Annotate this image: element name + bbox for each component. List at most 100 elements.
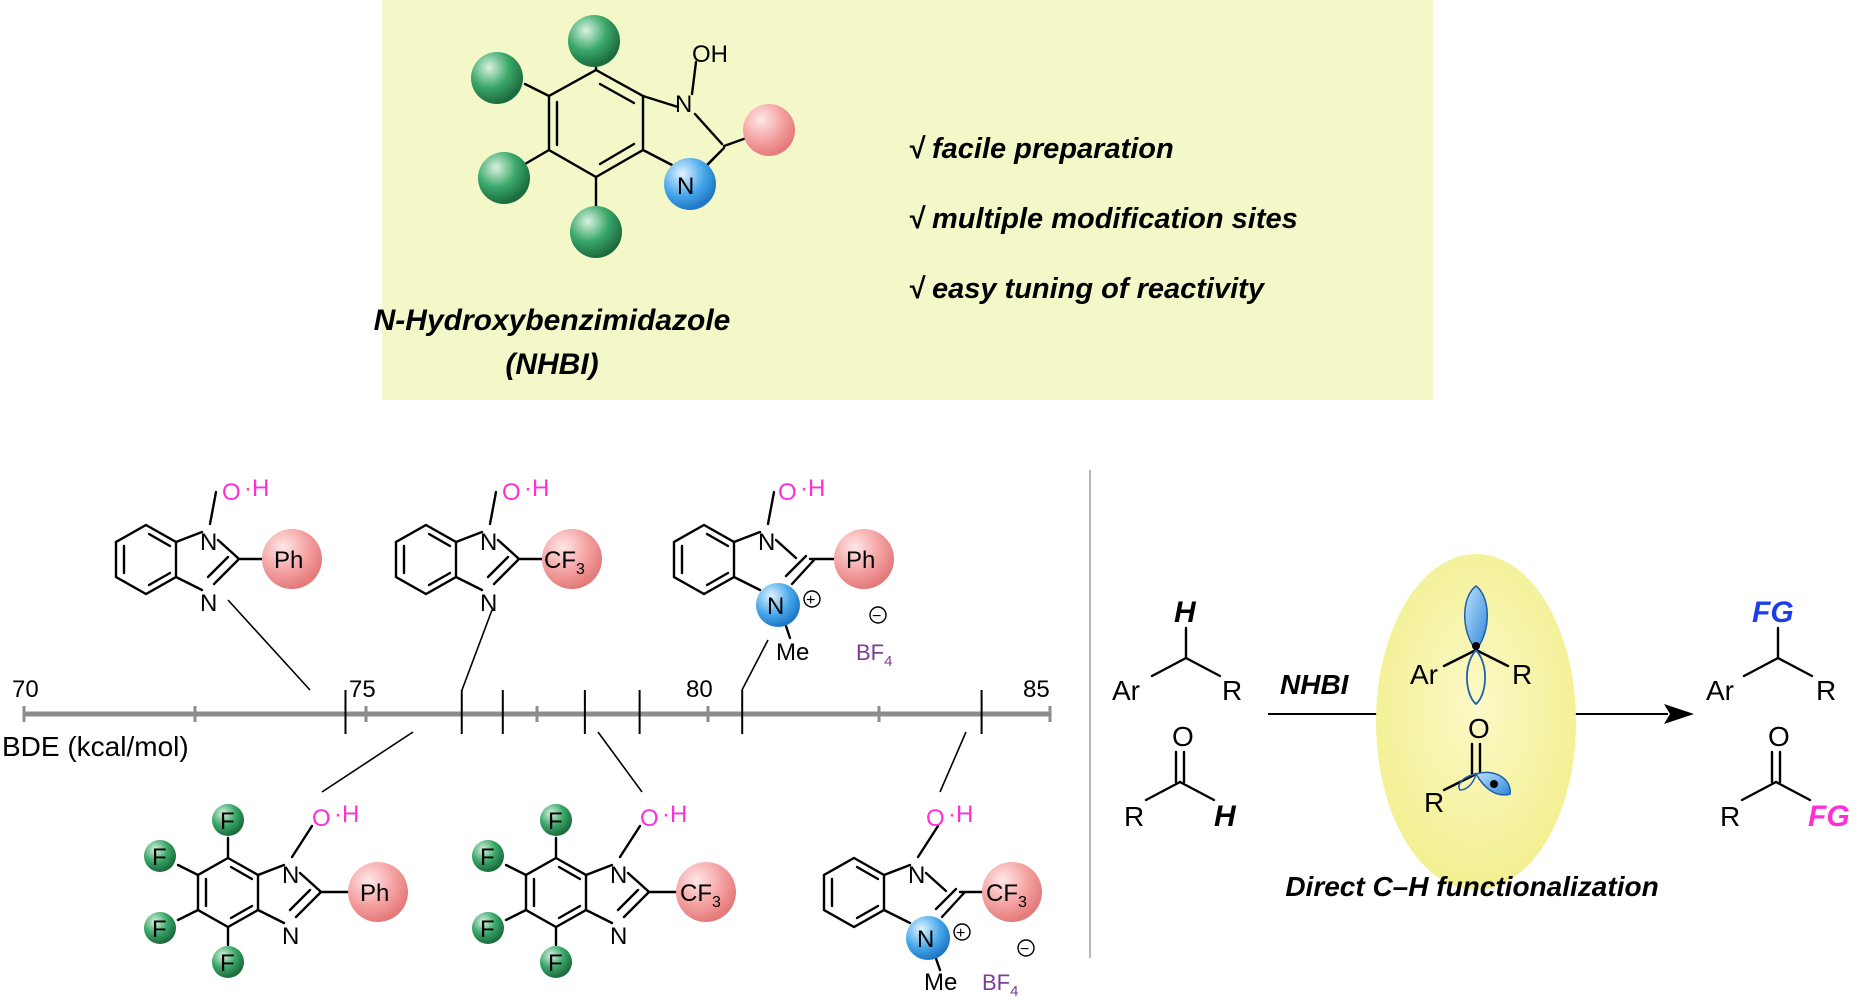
o-label: O xyxy=(502,479,521,506)
blue-ball-icon xyxy=(664,158,716,210)
f-label: F xyxy=(220,950,235,977)
structure-nhbi-me-ph-bf4: Ph N N + Me − BF4 O ·H xyxy=(672,475,894,670)
r-label: R xyxy=(1424,787,1444,818)
h-label: ·H xyxy=(662,801,687,828)
arrow-head-icon xyxy=(1664,704,1694,724)
ar-label: Ar xyxy=(1410,659,1438,690)
feature-2: √ multiple modification sites xyxy=(908,203,1298,235)
tick-label-80: 80 xyxy=(686,676,713,703)
o-label: O xyxy=(926,805,945,832)
structure-nhbi-ph: Ph N N O ·H xyxy=(114,475,322,617)
tick-label-85: 85 xyxy=(1023,676,1050,703)
f-ball-icon xyxy=(540,946,572,978)
ph-label: Ph xyxy=(274,547,303,574)
n-label: N xyxy=(480,529,497,556)
n-label: N xyxy=(282,923,299,950)
o-label: O xyxy=(312,805,331,832)
green-ball-icon xyxy=(471,52,523,104)
h-label: H xyxy=(1174,596,1197,629)
bde-axis: 70 75 80 85 BDE (kcal/mol) xyxy=(2,676,1052,762)
n-label: N xyxy=(610,923,627,950)
axis-label: BDE (kcal/mol) xyxy=(2,731,189,762)
f-label: F xyxy=(548,950,563,977)
fg-label: FG xyxy=(1808,800,1850,833)
structure-f4-nhbi-cf3: CF3 N N O ·H F F F F xyxy=(472,801,736,978)
cf3-label: CF3 xyxy=(986,880,1027,911)
n-label: N xyxy=(282,862,299,889)
oh-label: OH xyxy=(692,41,728,68)
radical-dot-icon xyxy=(1472,642,1480,650)
me-label: Me xyxy=(776,639,809,666)
p-orbital-icon xyxy=(1464,585,1488,652)
pink-ball-icon xyxy=(542,529,602,589)
f-ball-icon xyxy=(212,946,244,978)
f-ball-icon xyxy=(540,804,572,836)
o-label: O xyxy=(1172,721,1194,752)
o-label: O xyxy=(1468,713,1490,744)
structure-nhbi-me-cf3-bf4: CF3 N N + Me − BF4 O ·H xyxy=(822,801,1042,1000)
r-label: R xyxy=(1816,675,1836,706)
scheme-caption: Direct C–H functionalization xyxy=(1285,871,1658,902)
n-label: N xyxy=(200,590,217,617)
structure-nhbi-cf3: CF3 N N O ·H xyxy=(394,475,602,617)
f-ball-icon xyxy=(472,840,504,872)
f-label: F xyxy=(152,844,167,871)
reaction-scheme: Ar R H R O H NHBI Ar R O R xyxy=(1112,554,1850,902)
f-label: F xyxy=(480,844,495,871)
molecule-name: N-Hydroxybenzimidazole xyxy=(374,304,731,337)
ph-label: Ph xyxy=(846,547,875,574)
f-ball-icon xyxy=(144,912,176,944)
plus-sign: + xyxy=(806,592,815,609)
n-label: N xyxy=(758,529,775,556)
cf3-label: CF3 xyxy=(544,547,585,578)
pink-ball-icon xyxy=(982,862,1042,922)
blue-ball-icon xyxy=(906,916,950,960)
molecule-abbrev: (NHBI) xyxy=(505,348,598,381)
ar-label: Ar xyxy=(1112,675,1140,706)
r-label: R xyxy=(1222,675,1242,706)
n-label: N xyxy=(917,926,934,953)
h-label: ·H xyxy=(524,475,549,502)
n-label: N xyxy=(908,862,925,889)
radical-dot-icon xyxy=(1490,780,1498,788)
sp-orbital-icon xyxy=(1458,773,1478,791)
pink-ball-icon xyxy=(348,862,408,922)
n-label: N xyxy=(200,529,217,556)
pink-ball-icon xyxy=(743,104,795,156)
nhbi-core-structure: N N OH xyxy=(471,15,795,258)
f-label: F xyxy=(220,808,235,835)
plus-charge-icon xyxy=(953,923,971,941)
me-label: Me xyxy=(924,969,957,996)
plus-sign: + xyxy=(956,925,965,942)
minus-sign: − xyxy=(1020,941,1029,958)
h-label: ·H xyxy=(948,801,973,828)
r-label: R xyxy=(1720,801,1740,832)
blue-ball-icon xyxy=(756,583,800,627)
pink-ball-icon xyxy=(676,862,736,922)
tick-label-75: 75 xyxy=(349,676,376,703)
f-ball-icon xyxy=(212,804,244,836)
green-ball-icon xyxy=(568,15,620,67)
o-label: O xyxy=(222,479,241,506)
n-label: N xyxy=(675,91,692,118)
minus-charge-icon xyxy=(869,606,887,624)
feature-1: √ facile preparation xyxy=(908,133,1174,165)
structure-f4-nhbi-ph: Ph N N O ·H F F F F xyxy=(144,801,408,978)
n-label: N xyxy=(480,590,497,617)
green-ball-icon xyxy=(570,206,622,258)
bf4-label: BF4 xyxy=(982,970,1018,998)
r-label: R xyxy=(1512,659,1532,690)
header-panel xyxy=(382,0,1433,400)
h-label: ·H xyxy=(334,801,359,828)
minus-sign: − xyxy=(872,608,881,625)
tick-label-70: 70 xyxy=(12,676,39,703)
f-label: F xyxy=(548,808,563,835)
o-label: O xyxy=(640,805,659,832)
o-label: O xyxy=(1768,721,1790,752)
f-ball-icon xyxy=(144,840,176,872)
f-label: F xyxy=(152,916,167,943)
pink-ball-icon xyxy=(262,529,322,589)
plus-charge-icon xyxy=(803,590,821,608)
f-ball-icon xyxy=(472,912,504,944)
